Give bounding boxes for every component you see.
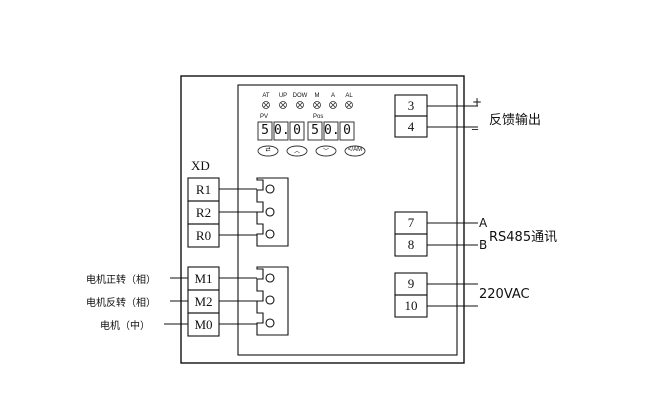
led-a-icon xyxy=(329,101,337,109)
shift-button-icon: ⇄ xyxy=(265,147,271,153)
plus-label: + xyxy=(472,95,483,109)
rs485-a-label: A xyxy=(479,216,488,230)
indicator-label-up: UP xyxy=(278,93,288,99)
outer-enclosure xyxy=(180,75,465,364)
led-al-icon xyxy=(345,101,353,109)
indicator-label-al: AL xyxy=(345,93,353,99)
terminal-m0: M0 xyxy=(194,317,213,332)
pv-digit-1: 5 xyxy=(261,123,269,138)
terminal-r1: R1 xyxy=(195,182,212,197)
led-dow-icon xyxy=(296,101,304,109)
indicator-label-m: M xyxy=(314,93,320,99)
feedback-output-label: 反馈输出 xyxy=(489,113,542,128)
button-down xyxy=(315,145,337,157)
indicator-leds xyxy=(262,101,353,109)
indicator-label-at: AT xyxy=(262,93,270,99)
terminal-r0: R0 xyxy=(195,228,212,243)
display-frames xyxy=(257,121,355,141)
pos-digit-2: 0. xyxy=(324,123,340,138)
terminal-4: 4 xyxy=(407,119,415,134)
minus-label: _ xyxy=(472,116,478,130)
terminal-10: 10 xyxy=(404,298,418,313)
terminal-m2: M2 xyxy=(194,294,213,309)
motor-reverse-label: 电机反转（相） xyxy=(86,298,156,309)
module-label: XD xyxy=(191,158,210,173)
rs485-label: RS485通讯 xyxy=(489,230,558,245)
pv-digit-3: 0 xyxy=(293,123,301,138)
am-button-icon: </AM xyxy=(347,147,363,153)
terminal-7: 7 xyxy=(407,215,415,230)
power-label: 220VAC xyxy=(479,287,530,302)
left-terminal-boxes xyxy=(187,177,220,337)
pos-label: Pos xyxy=(313,114,324,120)
terminal-9: 9 xyxy=(407,276,415,291)
led-up-icon xyxy=(279,101,287,109)
led-at-icon xyxy=(262,101,270,109)
right-wires xyxy=(427,105,478,307)
led-m-icon xyxy=(313,101,321,109)
pv-digit-2: 0. xyxy=(274,123,290,138)
up-button-icon: ︿ xyxy=(293,149,300,155)
button-am xyxy=(344,145,366,157)
motor-neutral-label: 电机（中） xyxy=(100,321,150,332)
relay-connector xyxy=(256,177,289,247)
pos-digit-3: 0 xyxy=(343,123,351,138)
pos-digit-1: 5 xyxy=(311,123,319,138)
front-buttons xyxy=(257,145,366,157)
down-button-icon: ﹀ xyxy=(322,149,329,155)
motor-forward-label: 电机正转（相） xyxy=(86,275,156,286)
terminal-m1: M1 xyxy=(194,271,213,286)
indicator-label-a: A xyxy=(330,93,335,99)
terminal-3: 3 xyxy=(407,98,415,113)
terminal-8: 8 xyxy=(407,237,415,252)
motor-connector xyxy=(256,266,289,336)
indicator-label-dow: DOW xyxy=(292,93,308,99)
inner-panel xyxy=(237,84,458,356)
pv-label: PV xyxy=(260,114,269,120)
left-wires xyxy=(164,188,257,325)
rs485-b-label: B xyxy=(479,238,488,252)
terminal-r2: R2 xyxy=(195,205,212,220)
button-shift xyxy=(257,145,279,157)
button-up xyxy=(286,145,308,157)
